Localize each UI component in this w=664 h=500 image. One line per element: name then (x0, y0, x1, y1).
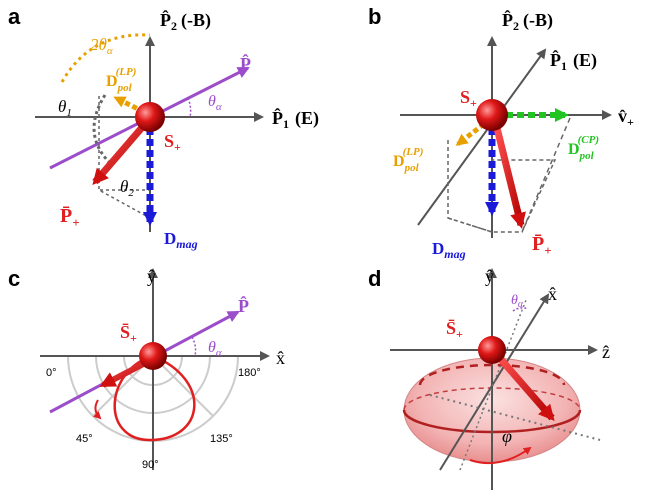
spin-sphere-a (135, 102, 165, 132)
label-theta2: θ2 (120, 177, 134, 199)
two-theta-alpha-arc (60, 33, 151, 83)
p1-axis-b (417, 48, 547, 226)
label-x-c: x̂ (276, 348, 285, 368)
label-s-plus-b: S+ (460, 87, 477, 110)
label-d-pol-lp-b: Dpol(LP) (393, 146, 423, 174)
label-p2-a: P̂2(-B) (160, 10, 211, 33)
theta-alpha-arc-a (187, 97, 192, 118)
spin-sphere-d (478, 336, 506, 364)
d-pol-lp-arrow-a (113, 95, 146, 115)
projection-lines-a (98, 96, 151, 219)
label-s-bar-d: S̄+ (446, 318, 463, 341)
label-p1-b: P̂1(E) (550, 50, 597, 73)
label-deg-0: 0° (46, 367, 57, 379)
label-deg-45: 45° (76, 433, 93, 445)
label-deg-90: 90° (142, 459, 159, 471)
d-pol-lp-arrow-b (455, 122, 486, 146)
label-y-d: ŷ (485, 266, 494, 286)
s-bar-arrow-c (99, 359, 149, 388)
spin-sphere-b (476, 99, 508, 131)
label-deg-180: 180° (238, 367, 261, 379)
label-p-bar-plus-b: P̄+ (532, 233, 552, 258)
label-p-hat-c: P̂ (238, 296, 249, 316)
label-theta1: θ1 (58, 97, 72, 119)
label-d-mag-b: Dmag (432, 239, 466, 261)
label-y-c: ŷ (147, 266, 156, 286)
rotation-arrow-c (92, 399, 102, 420)
panel-c: c ŷ x̂ P̂ S̄+ θα 0° 45° 90° 135° 180° (8, 266, 285, 471)
label-z-d: ẑ (602, 342, 610, 362)
label-p-bar-plus-a: P̄+ (60, 205, 80, 230)
label-x-d: x̂ (548, 284, 557, 304)
panel-b: b P̂2(-B) P̂1(E) v̂+ S+ Dpol(LP) Dpol(CP… (368, 4, 634, 261)
label-p2-b: P̂2(-B) (502, 10, 553, 33)
polar-pattern-loop (113, 354, 196, 442)
x-axis-d (439, 293, 550, 471)
label-two-theta-alpha: 2θα (90, 35, 113, 57)
spin-sphere-c (139, 342, 167, 370)
panel-d: d ŷ x̂ ẑ S̄+ θα φ (368, 266, 610, 490)
panel-letter-b: b (368, 4, 381, 29)
construction-lines-b (447, 140, 557, 233)
theta1-arc (92, 94, 114, 167)
dashed-diagonal-b (521, 117, 571, 233)
label-theta-alpha-c: θα (208, 339, 222, 359)
dashed-base-b (447, 217, 493, 233)
label-d-pol-cp: Dpol(CP) (568, 134, 599, 162)
dotted-tilted-axis-d (459, 299, 527, 471)
label-s-plus-a: S+ (164, 131, 181, 154)
panel-letter-c: c (8, 266, 20, 291)
s-bar-arrow-d (495, 353, 555, 422)
p-bar-arrow-b (493, 127, 526, 229)
label-phi: φ (502, 426, 512, 446)
ellipsoid-upper-ring (418, 363, 566, 386)
theta-alpha-arc-c (191, 336, 197, 357)
label-deg-135: 135° (210, 433, 233, 445)
theta-alpha-arc-d (512, 307, 529, 312)
panel-letter-d: d (368, 266, 381, 291)
label-s-bar-c: S̄+ (120, 322, 137, 345)
label-p1-a: P̂1(E) (272, 108, 319, 131)
phi-rotation-arrow (469, 446, 532, 465)
p-bar-arrow-a (92, 121, 148, 186)
label-d-mag-a: Dmag (164, 229, 198, 251)
panel-a: a P̂2(-B) P̂1(E) P̂ 2θα Dpol(LP) θα θ1 θ… (8, 4, 319, 251)
label-v-plus: v̂+ (618, 106, 634, 129)
label-d-pol-lp-a: Dpol(LP) (106, 66, 136, 94)
label-theta-alpha-d: θα (511, 293, 524, 310)
label-theta-alpha-a: θα (208, 93, 222, 113)
label-p-hat-a: P̂ (240, 54, 251, 74)
panel-letter-a: a (8, 4, 21, 29)
protractor-135-line (152, 355, 214, 417)
